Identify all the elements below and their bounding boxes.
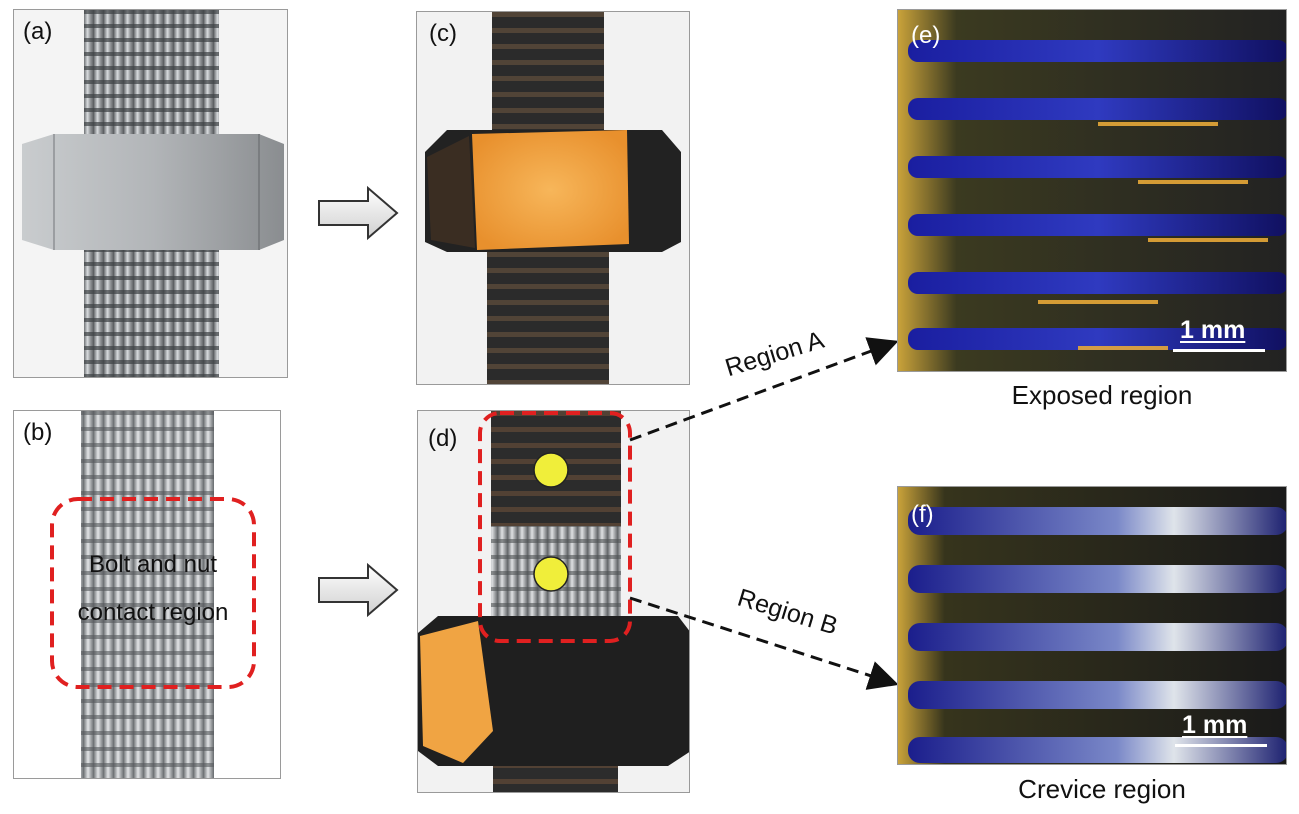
annotation-line-1: Bolt and nut (88, 551, 218, 578)
arrow-icon-top (318, 185, 399, 241)
crevice-region-micrograph (898, 487, 1286, 764)
scale-bar-e (1173, 349, 1265, 352)
annotation-line-2: contact region (77, 599, 229, 626)
panel-d-label: (d) (428, 425, 458, 452)
bolt-nut-corroded-photo (425, 12, 681, 384)
panel-a: (a) (13, 9, 288, 378)
marker-region-a (533, 452, 569, 488)
panel-f: (f) 1 mm (897, 486, 1287, 765)
arrow-to-region-b (629, 596, 899, 690)
bolt-nut-clean-photo (22, 10, 284, 377)
arrow-icon-bottom (318, 562, 399, 618)
bolt-thread-photo (50, 411, 256, 778)
caption-exposed-region: Exposed region (1011, 380, 1193, 410)
exposed-region-micrograph (898, 10, 1286, 371)
panel-c: (c) (416, 11, 690, 385)
bolt-unscrewed-photo (418, 411, 689, 792)
scale-bar-f (1175, 744, 1267, 747)
panel-b-label: (b) (23, 419, 53, 446)
panel-b: (b) Bolt and nut contact region (13, 410, 281, 779)
panel-f-label: (f) (911, 501, 934, 528)
scale-bar-label-f: 1 mm (1182, 711, 1248, 739)
panel-a-label: (a) (23, 18, 53, 45)
marker-region-b (533, 556, 569, 592)
arrow-to-region-a (629, 337, 899, 442)
panel-e: (e) 1 mm (897, 9, 1287, 372)
scale-bar-label-e: 1 mm (1180, 316, 1246, 344)
caption-crevice-region: Crevice region (1018, 774, 1186, 804)
panel-d: (d) (417, 410, 690, 793)
panel-c-label: (c) (429, 20, 457, 47)
panel-e-label: (e) (911, 22, 941, 49)
contact-region-annotation: Bolt and nut contact region (52, 541, 254, 637)
